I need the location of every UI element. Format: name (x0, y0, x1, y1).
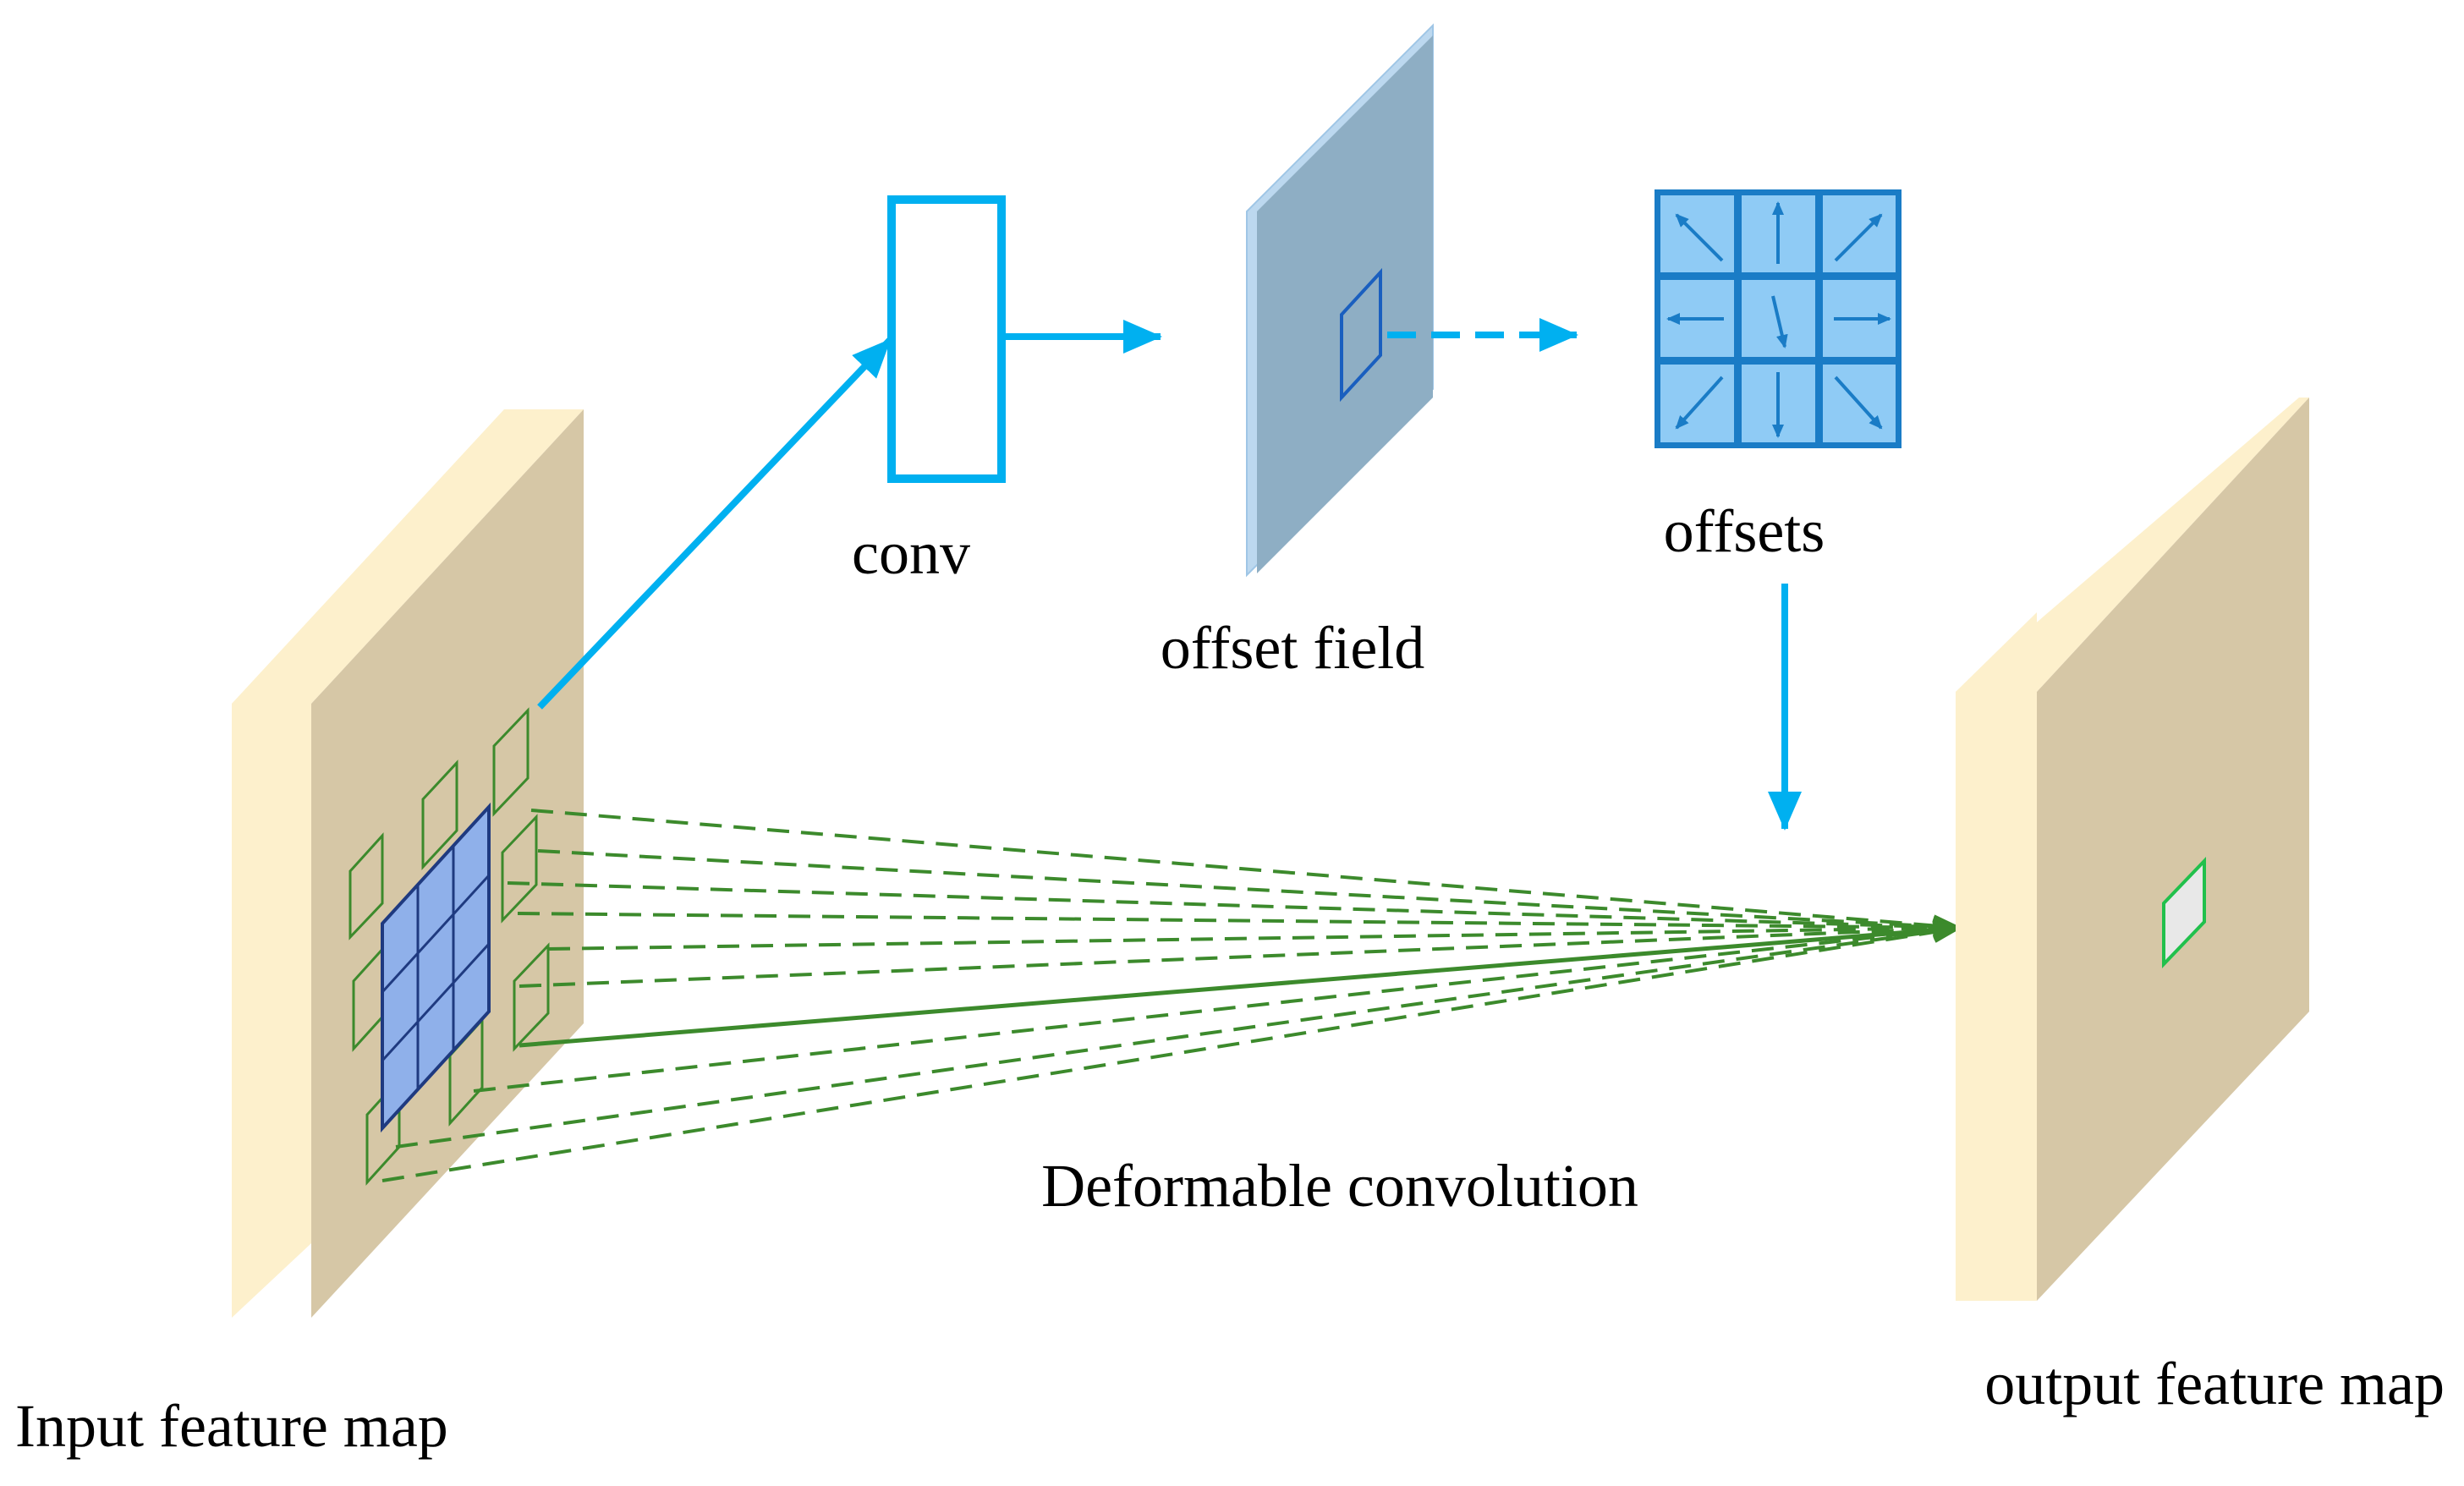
input-to-conv-arrow (537, 337, 892, 710)
offset-field (1246, 23, 1434, 578)
output-map-top (1956, 398, 2309, 692)
input-feature-map-label: Input feature map (15, 1392, 448, 1460)
sampling-line (530, 809, 1962, 937)
output-map-side (1956, 612, 2037, 1301)
arrow-down-left-icon (1675, 376, 1724, 430)
output-feature-map-label: output feature map (1984, 1350, 2445, 1417)
sampling-lines (381, 809, 1962, 1182)
arrow-down-right-icon (1834, 376, 1883, 430)
sampling-line (473, 919, 1962, 1093)
conv-block (887, 195, 1006, 483)
sampling-line (519, 918, 1962, 988)
offset-field-cell (1340, 267, 1382, 403)
sampling-line (517, 912, 1962, 939)
output-cell (2162, 857, 2206, 968)
conv-label: conv (852, 519, 970, 587)
arrow-down-slight-right-icon (1771, 295, 1788, 348)
offsets-grid (1655, 189, 1902, 448)
input-map-top (232, 409, 584, 704)
arrow-up-left-icon (1675, 213, 1724, 262)
sampling-line (507, 881, 1962, 939)
offsets-label: offsets (1664, 497, 1825, 565)
input-feature-map (232, 409, 584, 1318)
sample-cell (421, 759, 458, 870)
offset-field-face (1257, 36, 1433, 573)
sampling-line (395, 920, 1962, 1149)
sample-cell (501, 814, 538, 924)
sampling-line-main (519, 918, 1962, 1048)
deformable-convolution-label: Deformable convolution (1041, 1152, 1638, 1220)
output-feature-map (1956, 398, 2309, 1301)
offset-arrows (1666, 201, 1891, 438)
sampling-line (381, 921, 1962, 1182)
input-map-side (232, 626, 311, 1318)
sample-cell (492, 707, 530, 817)
arrow-up-right-icon (1834, 213, 1883, 262)
sample-cell (348, 832, 384, 940)
offset-field-label: offset field (1161, 614, 1425, 682)
sampling-line (537, 849, 1962, 938)
output-map-face (2037, 398, 2309, 1301)
sample-cell (513, 942, 550, 1052)
offset-cell (1823, 195, 1896, 272)
regular-kernel-grid (381, 802, 491, 1133)
